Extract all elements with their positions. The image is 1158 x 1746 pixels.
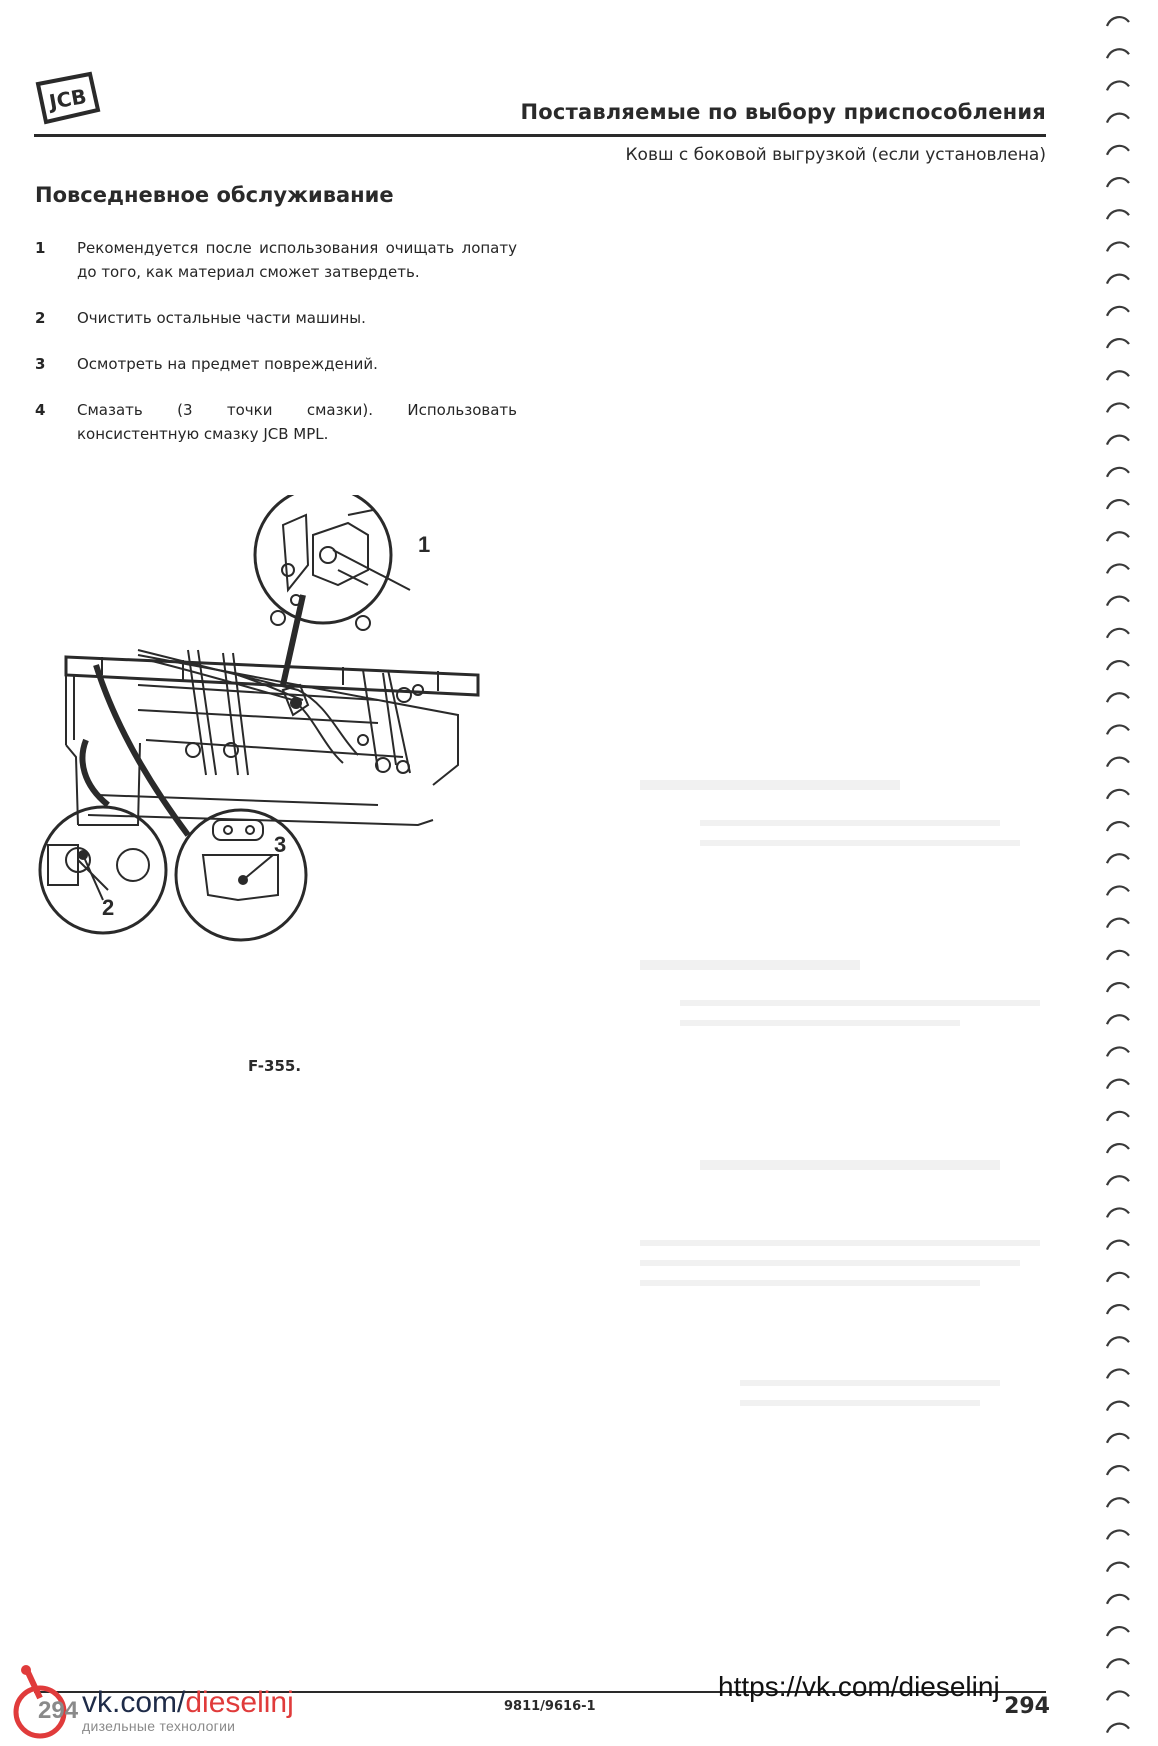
binding-ring <box>1105 1175 1130 1186</box>
binding-ring <box>1105 1432 1130 1444</box>
lubrication-points-illustration: 1 2 3 <box>38 495 480 942</box>
binding-ring <box>1105 724 1130 735</box>
watermark-page-badge: 294 <box>38 1697 79 1724</box>
watermark-logo-icon <box>13 1665 67 1739</box>
step-item: 2 Очистить остальные части машины. <box>35 306 517 330</box>
binding-ring <box>1105 982 1130 993</box>
binding-ring <box>1105 756 1130 768</box>
watermark-url: https://vk.com/dieselinj <box>718 1671 1000 1702</box>
binding-ring <box>1105 1593 1130 1605</box>
binding-ring <box>1105 692 1130 703</box>
watermark-site-accent: dieselinj <box>185 1686 294 1719</box>
binding-ring <box>1105 402 1130 413</box>
binding-ring <box>1105 1400 1130 1412</box>
binding-ring <box>1105 563 1130 574</box>
binding-ring <box>1105 853 1130 864</box>
maintenance-steps: 1 Рекомендуется после использования очищ… <box>35 236 517 468</box>
footer-divider <box>34 1691 1046 1693</box>
binding-ring <box>1105 821 1130 832</box>
binding-ring <box>1105 80 1130 91</box>
binding-ring <box>1105 144 1130 156</box>
binding-ring <box>1105 434 1130 446</box>
binding-ring <box>1105 1046 1130 1057</box>
binding-ring <box>1105 499 1130 510</box>
step-item: 1 Рекомендуется после использования очищ… <box>35 236 517 284</box>
step-number: 4 <box>35 401 46 419</box>
binding-ring <box>1105 370 1130 381</box>
binding-ring <box>1105 1304 1130 1315</box>
callout-1: 1 <box>418 532 430 557</box>
callout-2: 2 <box>102 895 114 920</box>
spiral-binding <box>1105 16 1130 1734</box>
binding-ring <box>1105 273 1130 285</box>
step-number: 3 <box>35 355 46 373</box>
step-number: 1 <box>35 239 46 257</box>
binding-ring <box>1105 885 1130 896</box>
binding-ring <box>1105 1143 1130 1154</box>
binding-ring <box>1105 1078 1130 1090</box>
header-divider <box>34 134 1046 137</box>
binding-ring <box>1105 177 1130 188</box>
step-text: Рекомендуется после использования очищат… <box>77 239 517 281</box>
figure-caption: F-355. <box>248 1057 302 1075</box>
step-text: Очистить остальные части машины. <box>77 309 366 327</box>
step-number: 2 <box>35 309 46 327</box>
step-text: Смазать (3 точки смазки). Использовать к… <box>77 401 517 443</box>
binding-ring <box>1105 338 1130 349</box>
binding-ring <box>1105 1561 1130 1573</box>
binding-ring <box>1105 1336 1130 1347</box>
page-number: 294 <box>1004 1694 1050 1719</box>
binding-ring <box>1105 112 1130 124</box>
binding-ring <box>1105 1690 1130 1701</box>
binding-ring <box>1105 917 1130 929</box>
watermark-tagline: дизельные технологии <box>82 1718 236 1734</box>
binding-ring <box>1105 1207 1130 1218</box>
binding-ring <box>1105 1271 1130 1283</box>
binding-ring <box>1105 627 1130 639</box>
header-subtitle: Ковш с боковой выгрузкой (если установле… <box>625 145 1046 165</box>
binding-ring <box>1105 1014 1130 1025</box>
header-title: Поставляемые по выбору приспособления <box>520 100 1046 124</box>
binding-ring <box>1105 209 1130 220</box>
binding-ring <box>1105 531 1130 542</box>
binding-ring <box>1105 1529 1130 1540</box>
bleed-through-texture <box>640 780 1040 1406</box>
binding-ring <box>1105 1626 1130 1637</box>
document-number: 9811/9616-1 <box>504 1699 596 1714</box>
binding-ring <box>1105 949 1130 961</box>
binding-ring <box>1105 466 1130 478</box>
binding-ring <box>1105 595 1130 607</box>
jcb-logo: JCB <box>35 71 101 125</box>
jcb-logo-text: JCB <box>45 84 88 114</box>
binding-ring <box>1105 16 1130 27</box>
watermark-site: vk.com/dieselinj <box>82 1686 294 1720</box>
step-text: Осмотреть на предмет повреждений. <box>77 355 378 373</box>
binding-ring <box>1105 1465 1130 1476</box>
binding-ring <box>1105 241 1130 252</box>
binding-ring <box>1105 1110 1130 1122</box>
binding-ring <box>1105 1722 1130 1734</box>
step-item: 3 Осмотреть на предмет повреждений. <box>35 352 517 376</box>
binding-ring <box>1105 48 1130 59</box>
binding-ring <box>1105 1239 1130 1251</box>
binding-ring <box>1105 1497 1130 1508</box>
section-title: Повседневное обслуживание <box>35 183 394 207</box>
callout-3: 3 <box>274 832 286 857</box>
binding-ring <box>1105 305 1130 317</box>
binding-ring <box>1105 1658 1130 1669</box>
binding-ring <box>1105 1368 1130 1379</box>
binding-ring <box>1105 660 1130 671</box>
binding-ring <box>1105 788 1130 800</box>
step-item: 4 Смазать (3 точки смазки). Использовать… <box>35 398 517 446</box>
watermark-site-prefix: vk.com/ <box>82 1686 186 1719</box>
